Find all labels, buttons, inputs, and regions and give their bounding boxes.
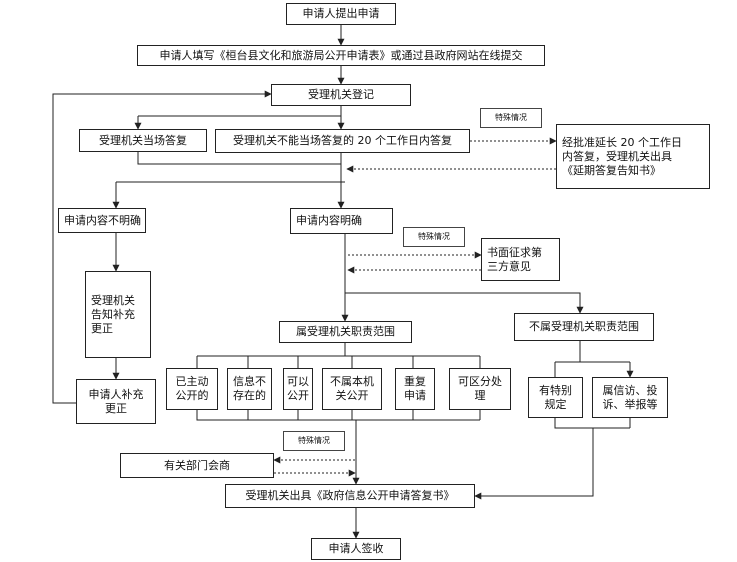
- branch-content-split: [116, 181, 345, 208]
- branch-register-split: [137, 106, 342, 129]
- branch-inscope-split: [196, 343, 481, 368]
- reply-onsite-box: 受理机关当场答复: [79, 129, 207, 152]
- category-special-rule-box: 有特别 规定: [528, 377, 583, 418]
- reply-20days-box: 受理机关不能当场答复的 20 个工作日内答复: [215, 129, 470, 153]
- applicant-supplement-box: 申请人补充 更正: [76, 379, 156, 424]
- category-not-exist-box: 信息不 存在的: [227, 368, 272, 410]
- clear-box: 申请内容明确: [290, 208, 393, 234]
- category-not-this-box: 不属本机 关公开: [322, 368, 382, 410]
- category-partial-box: 可区分处 理: [449, 368, 511, 410]
- third-party-box: 书面征求第 三方意见: [481, 238, 560, 281]
- applicant-submit-box: 申请人提出申请: [286, 3, 396, 25]
- unclear-box: 申请内容不明确: [58, 208, 146, 233]
- category-duplicate-box: 重复 申请: [395, 368, 435, 410]
- merge-to-content: [137, 152, 341, 208]
- issue-reply-box: 受理机关出具《政府信息公开申请答复书》: [225, 484, 475, 508]
- loop-outscope-to-reply: [475, 418, 631, 496]
- notify-supplement-box: 受理机关 告知补充 更正: [85, 271, 151, 358]
- special-case-tag-1: 特殊情况: [480, 108, 542, 128]
- receive-box: 申请人签收: [311, 538, 401, 560]
- out-scope-box: 不属受理机关职责范围: [514, 313, 654, 341]
- special-case-tag-2: 特殊情况: [403, 227, 465, 247]
- extension-box: 经批准延长 20 个工作日 内答复，受理机关出具 《延期答复告知书》: [556, 124, 710, 189]
- merge-categories-to-reply: [196, 410, 481, 484]
- loop-supplement-to-register: [52, 90, 272, 404]
- category-public-box: 已主动 公开的: [166, 368, 218, 410]
- consult-box: 有关部门会商: [120, 453, 274, 478]
- branch-outscope-split: [554, 341, 630, 377]
- fill-form-box: 申请人填写《桓台县文化和旅游局公开申请表》或通过县政府网站在线提交: [137, 45, 545, 66]
- register-box: 受理机关登记: [271, 84, 411, 106]
- in-scope-box: 属受理机关职责范围: [279, 321, 412, 343]
- category-can-public-box: 可以 公开: [283, 368, 313, 410]
- category-petition-box: 属信访、投 诉、举报等: [592, 377, 668, 418]
- special-case-tag-3: 特殊情况: [283, 431, 345, 451]
